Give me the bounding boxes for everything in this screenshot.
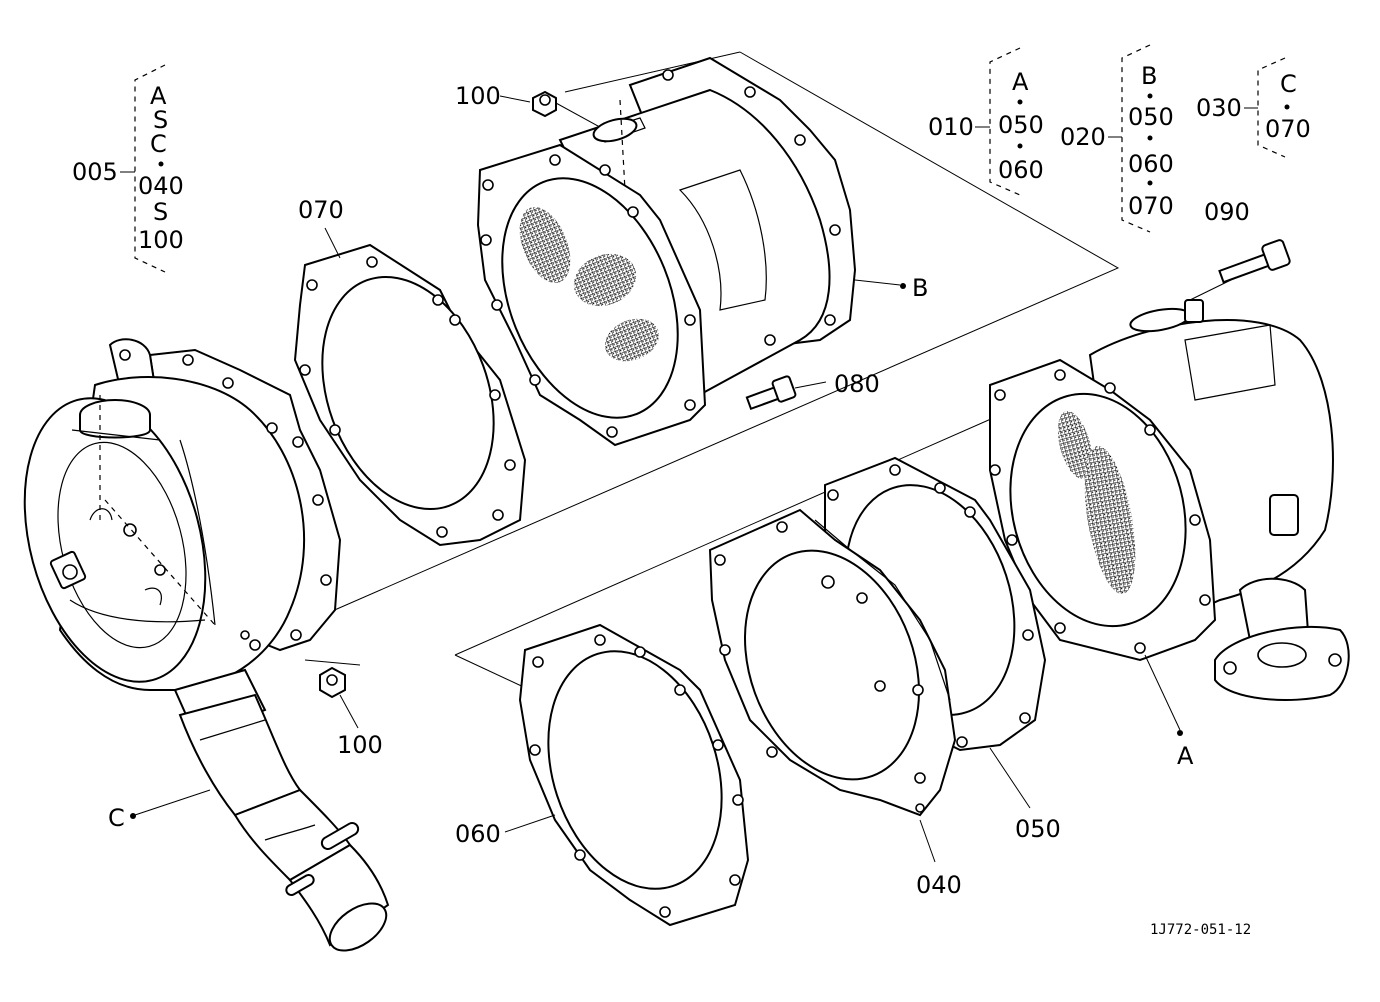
label-100-bottom: 100 — [337, 731, 383, 759]
label-090: 090 — [1204, 198, 1250, 226]
label-080: 080 — [834, 370, 880, 398]
doc-housing-c — [23, 338, 390, 952]
g005-item-3: 100 — [138, 226, 184, 254]
assembly-guide-lower — [454, 414, 1001, 656]
label-100-top: 100 — [455, 82, 501, 110]
label-020: 020 — [1060, 123, 1106, 151]
assembly-guide-upper — [329, 51, 1120, 613]
g005-item-2: 040 — [138, 172, 184, 200]
group-010-bracket: 010 A 050 060 — [928, 47, 1044, 196]
g010-item-1: 050 — [998, 111, 1044, 139]
label-070: 070 — [298, 196, 344, 224]
label-030: 030 — [1196, 94, 1242, 122]
spacer-040 — [708, 508, 957, 817]
group-005-bracket: 005 A S C 040 S 100 — [72, 64, 184, 273]
g010-item-0: A — [1012, 68, 1029, 96]
group-020-bracket: 020 B 050 060 070 — [1060, 44, 1174, 233]
label-010: 010 — [928, 113, 974, 141]
g020-item-2: 060 — [1128, 150, 1174, 178]
nut-100-top: 100 — [455, 82, 557, 118]
g030-item-1: 070 — [1265, 115, 1311, 143]
svg-text:S: S — [153, 198, 168, 226]
bolt-080: 080 — [745, 370, 880, 411]
svg-text:S: S — [153, 106, 168, 134]
g030-item-0: C — [1280, 70, 1297, 98]
gasket-070 — [293, 243, 527, 547]
ref-b: B — [912, 274, 928, 302]
ref-a: A — [1177, 742, 1194, 770]
group-030-bracket: 030 C 070 — [1196, 57, 1311, 158]
label-050: 050 — [1015, 815, 1061, 843]
ref-c: C — [108, 804, 125, 832]
g005-item-1: C — [150, 130, 167, 158]
dpf-housing-b — [476, 56, 857, 447]
g020-item-3: 070 — [1128, 192, 1174, 220]
g010-item-2: 060 — [998, 156, 1044, 184]
label-005: 005 — [72, 158, 118, 186]
drawing-number: 1J772-051-12 — [1150, 922, 1251, 938]
label-040: 040 — [916, 871, 962, 899]
label-060: 060 — [455, 820, 501, 848]
dpf-housing-a: 090 — [989, 198, 1350, 701]
nut-100-bottom: 100 — [304, 659, 383, 759]
g005-item-0: A — [150, 82, 167, 110]
gasket-060 — [518, 623, 750, 927]
g020-item-0: B — [1141, 62, 1157, 90]
g020-item-1: 050 — [1128, 103, 1174, 131]
